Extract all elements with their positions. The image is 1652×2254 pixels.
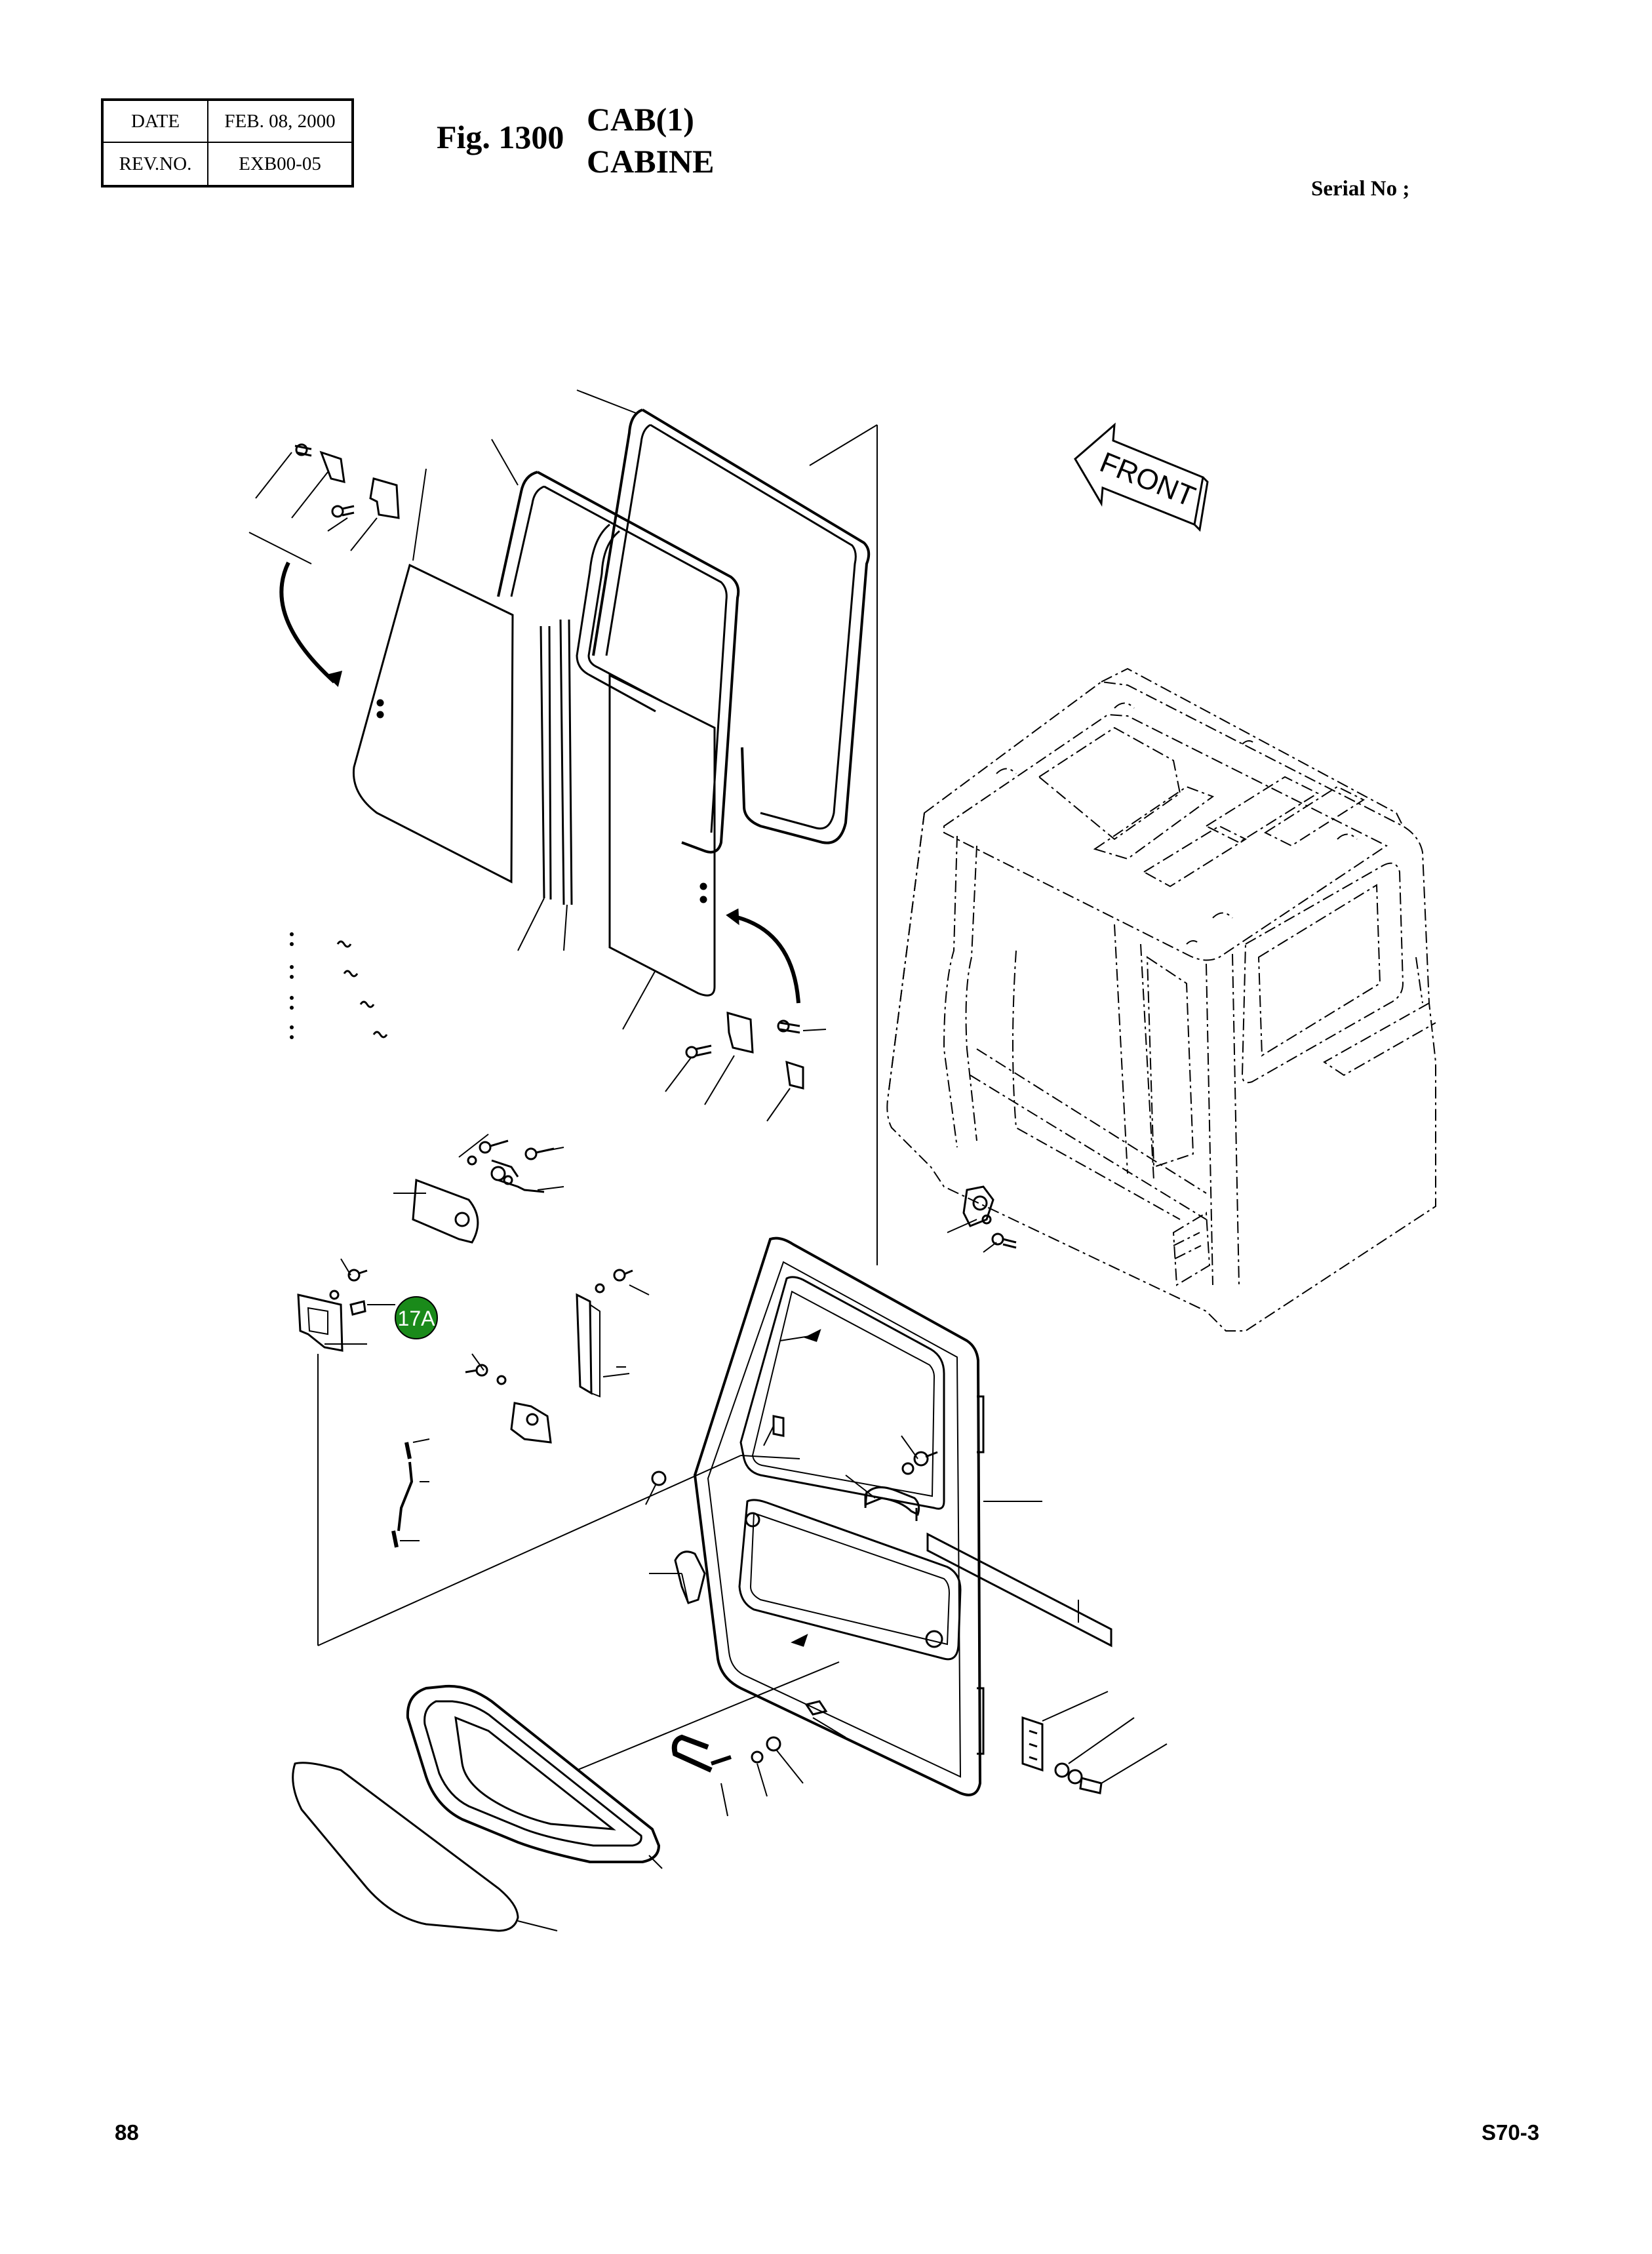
rev-label: REV.NO.: [104, 143, 208, 185]
cab-door: [693, 1236, 1042, 1796]
callout-17a: 17A: [367, 1296, 438, 1339]
window-frame-seal: [491, 439, 740, 854]
figure-title: CAB(1) CABINE: [587, 98, 714, 182]
door-hinge-hardware: [1021, 1691, 1168, 1794]
lower-door-glass: [292, 1762, 558, 1932]
front-label: FRONT: [1095, 446, 1200, 513]
curved-arrow-right: [734, 915, 800, 1004]
figure-title-en: CAB(1): [587, 101, 694, 138]
front-direction-arrow: FRONT: [1074, 422, 1209, 532]
lock-catch: [465, 1353, 552, 1444]
door-lock-mechanism: [393, 1134, 564, 1244]
model-code: S70-3: [1482, 2120, 1540, 2145]
date-label: DATE: [104, 101, 208, 143]
door-lock-body: [297, 1258, 368, 1352]
rear-window-seal: [576, 389, 871, 844]
reference-marks: [290, 932, 294, 1039]
upper-latch-hardware: [255, 443, 400, 551]
page-number: 88: [115, 2120, 139, 2145]
door-weatherstrip-bar: [926, 1532, 1112, 1648]
date-value: FEB. 08, 2000: [208, 101, 351, 143]
cab-hinge-bracket: [947, 1185, 1017, 1253]
u-bolt: [671, 1700, 846, 1817]
door-pad: [772, 1415, 785, 1437]
guide-lines: [317, 1354, 840, 1771]
inner-door-handle: [649, 1551, 706, 1604]
figure-title-fr: CABINE: [587, 143, 715, 180]
cab-body-outline: [886, 667, 1436, 1332]
upper-window-glass: [352, 468, 514, 884]
glass-channel-strips: [517, 619, 573, 951]
figure-number: Fig. 1300: [437, 119, 564, 155]
door-grab-handle: [845, 1435, 938, 1521]
lower-window-seal: [406, 1684, 663, 1869]
revision-table: DATE FEB. 08, 2000 REV.NO. EXB00-05: [101, 98, 354, 188]
lower-window-glass: [608, 673, 716, 1030]
tilde-marks: [336, 940, 388, 1038]
curved-arrow-left: [279, 561, 336, 684]
door-rod-linkage: [391, 1438, 430, 1548]
callout-label: 17A: [398, 1307, 436, 1330]
lower-latch-hardware: [665, 1011, 827, 1122]
serial-label: Serial No ;: [1311, 177, 1410, 201]
striker-bracket: [576, 1269, 650, 1398]
door-plug: [651, 1471, 667, 1486]
rev-value: EXB00-05: [239, 153, 321, 174]
